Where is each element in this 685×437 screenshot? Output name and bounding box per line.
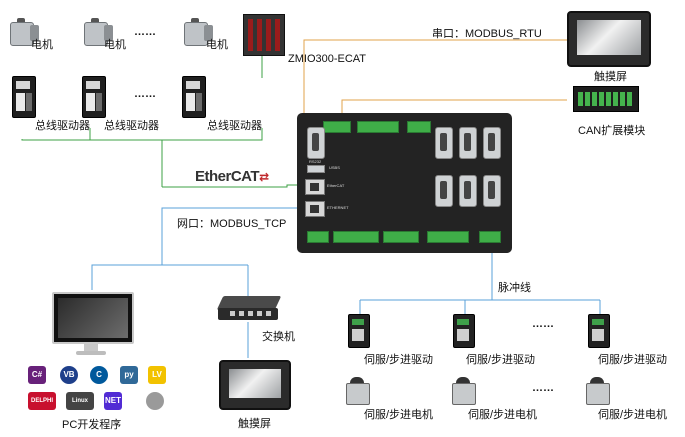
touchscreen-bottom-label: 触摸屏 <box>238 418 271 430</box>
servo-motor-2 <box>84 18 114 46</box>
axis-connector <box>483 127 501 159</box>
bus-drive-2 <box>82 76 106 118</box>
linux-icon: Linux <box>66 392 94 410</box>
motor-label-3: 电机 <box>206 39 228 51</box>
touchscreen-top-label: 触摸屏 <box>594 71 627 83</box>
python-icon: py <box>120 366 138 384</box>
ethercat-bus-line <box>21 128 263 141</box>
ethercat-arrow-icon: ⇄ <box>259 170 269 184</box>
axis-connector <box>459 127 477 159</box>
ethercat-port <box>305 179 325 195</box>
axis-connector <box>435 127 453 159</box>
can-module-label: CAN扩展模块 <box>578 125 646 137</box>
terminal-block <box>479 231 501 243</box>
delphi-icon: DELPHI <box>28 392 56 410</box>
cpp-icon: C <box>90 366 108 384</box>
dotnet-icon: NET <box>104 392 122 410</box>
servo-motor-label-3: 伺服/步进电机 <box>598 409 668 421</box>
usbs-label: USBS <box>329 165 340 170</box>
ethernet-label: 网口：MODBUS_TCP <box>177 218 287 230</box>
servo-motor-3 <box>184 18 214 46</box>
can-expansion-module <box>573 86 639 112</box>
pc-monitor <box>52 292 134 356</box>
zmio-label: ZMIO300-ECAT <box>288 53 367 65</box>
pulse-line-label: 脉冲线 <box>498 282 531 294</box>
axis-connector <box>435 175 453 207</box>
servo-stepper-drive-1 <box>348 314 370 348</box>
motion-controller: RS232 USBS EtherCAT ETHERNET <box>297 113 512 253</box>
serial-line <box>303 39 567 115</box>
touchscreen-top <box>567 11 651 67</box>
labview-icon: LV <box>148 366 166 384</box>
motor-label-1: 电机 <box>31 39 53 51</box>
terminal-block <box>427 231 469 243</box>
vb-icon: VB <box>60 366 78 384</box>
csharp-icon: C# <box>28 366 46 384</box>
network-switch <box>214 296 284 320</box>
servo-stepper-drive-3 <box>588 314 610 348</box>
terminal-block <box>357 121 399 133</box>
bus-drive-3 <box>182 76 206 118</box>
ethercat-text: EtherCAT <box>195 168 260 185</box>
servo-motor-1 <box>10 18 40 46</box>
servo-stepper-drive-2 <box>453 314 475 348</box>
ellipsis-bottom-1: …… <box>532 318 554 330</box>
terminal-block <box>323 121 351 133</box>
apple-icon <box>146 392 164 410</box>
ethercat-logo: EtherCAT⇄ <box>195 168 269 185</box>
servo-stepper-motor-2 <box>450 377 480 405</box>
ellipsis-top-1: …… <box>134 26 156 38</box>
axis-connector <box>483 175 501 207</box>
bus-drive-label-3: 总线驱动器 <box>207 120 262 132</box>
servo-motor-label-2: 伺服/步进电机 <box>468 409 538 421</box>
ellipsis-top-2: …… <box>134 88 156 100</box>
pc-dev-label: PC开发程序 <box>62 419 122 431</box>
bus-drive-1 <box>12 76 36 118</box>
terminal-block <box>333 231 379 243</box>
servo-drive-label-3: 伺服/步进驱动 <box>598 354 668 366</box>
servo-stepper-motor-1 <box>344 377 374 405</box>
motor-label-2: 电机 <box>104 39 126 51</box>
ethernet-port <box>305 201 325 217</box>
usb-port <box>307 165 325 173</box>
ethernet-port-label: ETHERNET <box>327 205 349 210</box>
zmio300-module <box>243 14 285 56</box>
axis-connector <box>459 175 477 207</box>
terminal-block <box>307 231 329 243</box>
switch-label: 交换机 <box>262 331 295 343</box>
bus-drive-label-1: 总线驱动器 <box>35 120 90 132</box>
servo-motor-label-1: 伺服/步进电机 <box>364 409 434 421</box>
servo-drive-label-2: 伺服/步进驱动 <box>466 354 536 366</box>
can-line <box>341 99 567 115</box>
ethercat-port-label: EtherCAT <box>327 183 345 188</box>
ellipsis-bottom-2: …… <box>532 382 554 394</box>
terminal-block <box>407 121 431 133</box>
rs232-port <box>307 127 325 159</box>
servo-drive-label-1: 伺服/步进驱动 <box>364 354 434 366</box>
bus-drive-label-2: 总线驱动器 <box>104 120 159 132</box>
servo-stepper-motor-3 <box>584 377 614 405</box>
rs232-label: RS232 <box>309 159 322 164</box>
terminal-block <box>383 231 419 243</box>
touchscreen-bottom <box>219 360 291 410</box>
serial-label: 串口：MODBUS_RTU <box>432 28 542 40</box>
